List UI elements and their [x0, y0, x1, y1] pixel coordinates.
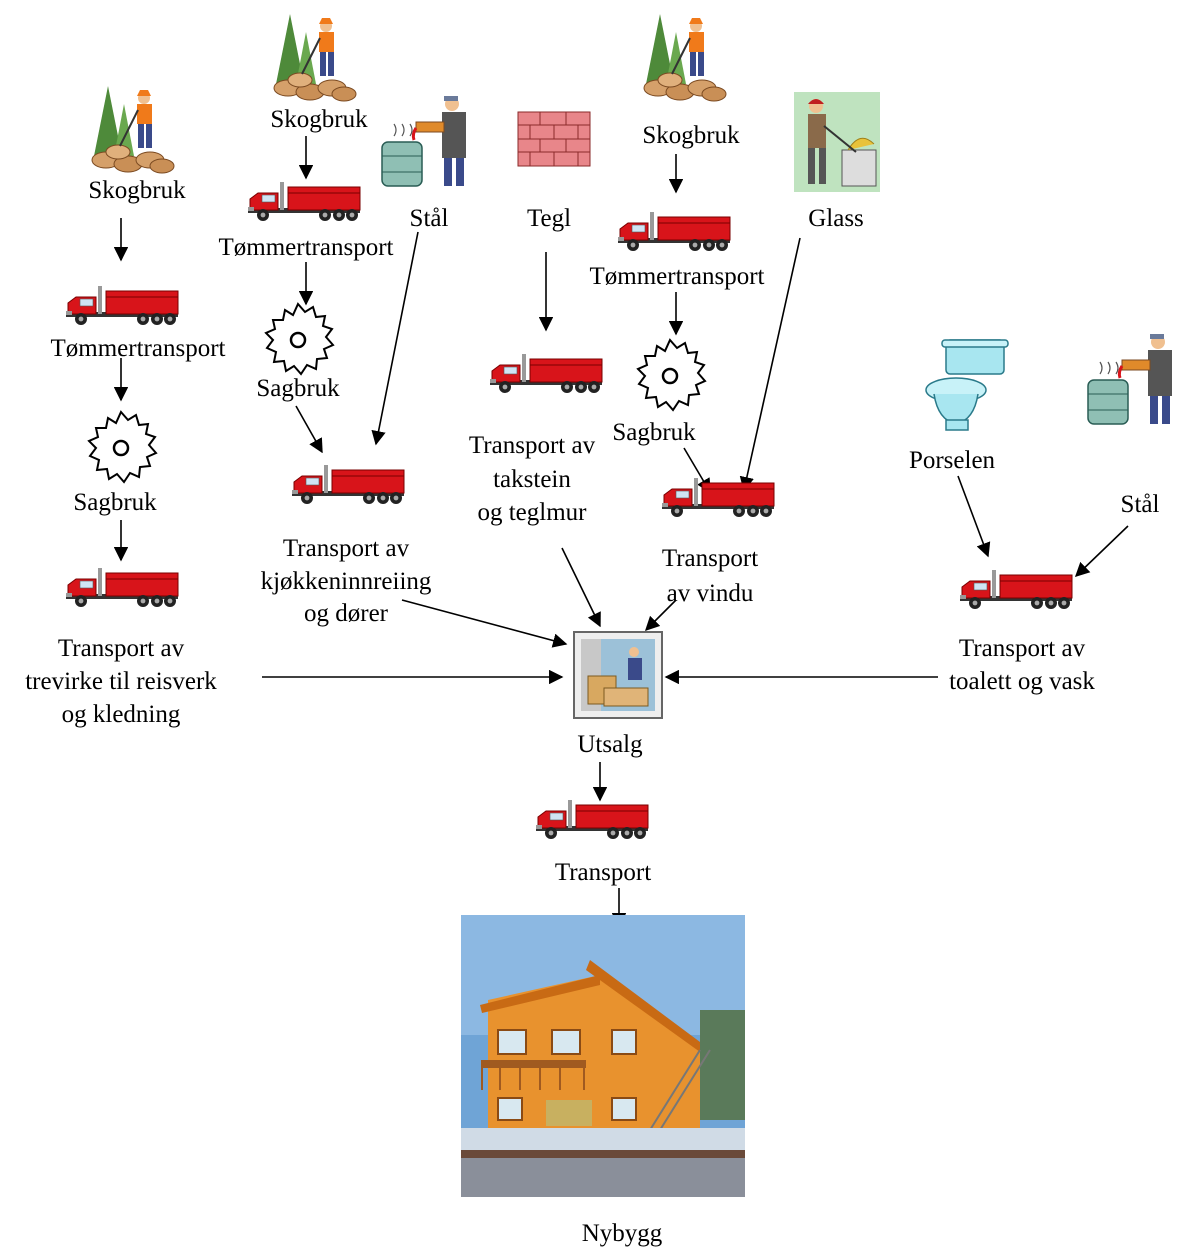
- house-photo: [461, 915, 745, 1197]
- sawblade-icon: [264, 302, 335, 376]
- label-tegl: Tegl: [527, 205, 571, 232]
- glassworker-icon: [793, 91, 881, 193]
- label-transport-kjokken-3: og dører: [304, 600, 389, 627]
- label-transport-vindu-1: Transport: [662, 545, 758, 572]
- truck-icon: [661, 477, 775, 518]
- truck-icon: [65, 285, 179, 326]
- truck-icon: [959, 569, 1073, 610]
- label-transport-vindu-2: av vindu: [667, 580, 754, 607]
- label-transport-trevirke-3: og kledning: [62, 701, 181, 728]
- label-sagbruk-1: Sagbruk: [73, 489, 157, 516]
- label-tommertransport-3: Tømmertransport: [590, 263, 765, 290]
- toilet-icon: [925, 339, 1009, 431]
- label-skogbruk-1: Skogbruk: [88, 177, 186, 204]
- label-sagbruk-2: Sagbruk: [256, 375, 340, 402]
- label-transport-trevirke-1: Transport av: [58, 635, 185, 662]
- truck-icon: [291, 464, 405, 505]
- forester-icon: [91, 85, 175, 174]
- store-icon: [573, 631, 663, 719]
- label-nybygg: Nybygg: [582, 1220, 663, 1247]
- label-tommertransport-1: Tømmertransport: [51, 335, 226, 362]
- brick-icon: [517, 111, 591, 167]
- truck-icon: [535, 799, 649, 840]
- label-transport-toalett-1: Transport av: [959, 635, 1086, 662]
- label-stal-2: Stål: [1121, 491, 1160, 518]
- truck-icon: [617, 211, 731, 252]
- label-stal-1: Stål: [410, 205, 449, 232]
- label-sagbruk-3: Sagbruk: [612, 419, 696, 446]
- label-transport-toalett-2: toalett og vask: [949, 668, 1095, 695]
- label-skogbruk-3: Skogbruk: [642, 122, 740, 149]
- truck-icon: [247, 181, 361, 222]
- label-transport-takstein-1: Transport av: [469, 432, 596, 459]
- label-transport-kjokken-2: kjøkkeninnreiing: [261, 568, 432, 595]
- truck-icon: [65, 567, 179, 608]
- forester-icon: [643, 13, 727, 102]
- label-transport: Transport: [555, 859, 651, 886]
- label-transport-trevirke-2: trevirke til reisverk: [25, 668, 217, 695]
- sawblade-icon: [87, 410, 158, 484]
- label-transport-takstein-2: takstein: [493, 466, 571, 493]
- label-skogbruk-2: Skogbruk: [270, 106, 368, 133]
- label-porselen: Porselen: [909, 447, 996, 474]
- steelworker-icon: [380, 94, 468, 188]
- label-transport-takstein-3: og teglmur: [477, 499, 587, 526]
- label-glass: Glass: [808, 205, 864, 232]
- label-utsalg: Utsalg: [577, 731, 643, 758]
- steelworker-icon: [1086, 332, 1174, 426]
- forester-icon: [273, 13, 357, 102]
- truck-icon: [489, 353, 603, 394]
- label-transport-kjokken-1: Transport av: [283, 535, 410, 562]
- node-labels: Skogbruk Tømmertransport Sagbruk Transpo…: [25, 106, 1159, 1247]
- sawblade-icon: [636, 338, 707, 412]
- label-tommertransport-2: Tømmertransport: [219, 234, 394, 261]
